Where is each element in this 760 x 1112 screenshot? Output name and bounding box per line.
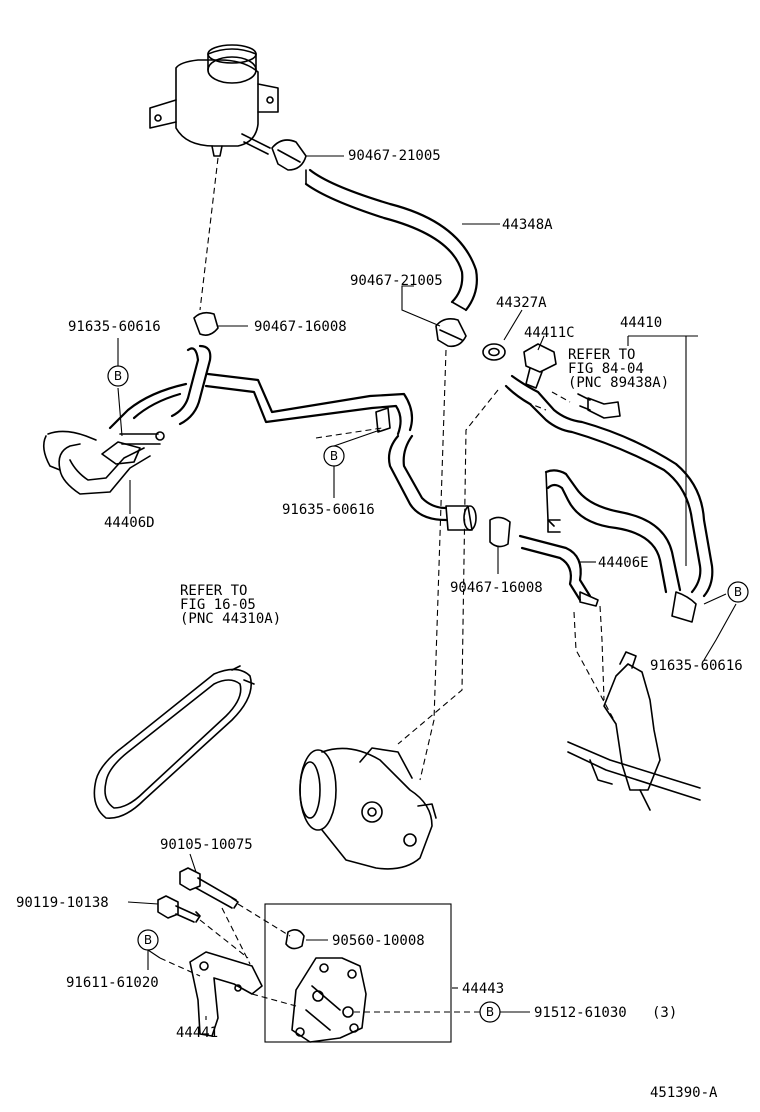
label-bolt-short: 90119-10138 [16,895,109,911]
label-pressure-tube-assy: 44410 [620,315,662,331]
marker-b-right: B [727,581,749,603]
svg-text:B: B [486,1005,494,1019]
label-bolt-long: 90105-10075 [160,837,253,853]
return-tube-center [375,407,477,531]
label-refer-belt-1: REFER TO [180,583,247,599]
svg-text:B: B [734,585,742,599]
steering-gear [567,651,701,811]
label-bracket: 44441 [176,1025,218,1041]
label-bolt-three: 91512-61030 [534,1005,627,1021]
reservoir-tank [149,44,279,157]
label-clamp-upper: 90467-21005 [348,148,441,164]
bolt-short [157,895,201,923]
label-union-bolt: 44411C [524,325,575,341]
bracket-44441 [189,951,263,1037]
reservoir-hose [304,168,478,312]
label-clamp-return-hose: 90467-16008 [254,319,347,335]
label-return-tube-d: 44406D [104,515,155,531]
label-clamp-middle: 90467-21005 [350,273,443,289]
clamp-lower [489,516,511,548]
marker-b-bracket: B [137,929,159,951]
label-refer-belt-3: (PNC 44310A) [180,611,281,627]
label-refer-sensor-3: (PNC 89438A) [568,375,669,391]
label-return-tube-e: 44406E [598,555,649,571]
return-tube-d [42,344,414,495]
label-bolt-bracket: 91611-61020 [66,975,159,991]
pressure-sensor [577,393,621,419]
label-clamp-lower: 90467-16008 [450,580,543,596]
union-gasket [482,343,506,361]
union-bolt [523,343,557,389]
label-bolt-three-qty: (3) [652,1005,677,1021]
bracket-frame [264,903,452,1043]
leader-lines [117,155,737,1020]
clamp-middle [435,318,467,348]
diagram-id: 451390-A [650,1085,718,1101]
marker-b-left: B [107,365,129,387]
label-hose-reservoir: 44348A [502,217,553,233]
label-spacer: 90560-10008 [332,933,425,949]
spacer [285,928,305,950]
drive-belt [93,665,255,819]
label-bolt-center: 91635-60616 [282,502,375,518]
label-bracket-assy: 44443 [462,981,504,997]
clamp-upper [271,139,307,171]
label-refer-sensor-1: REFER TO [568,347,635,363]
marker-b-bottom: B [479,1001,501,1023]
svg-text:B: B [330,449,338,463]
label-union-gasket: 44327A [496,295,547,311]
bracket-44443 [291,957,367,1043]
svg-text:B: B [144,933,152,947]
label-refer-belt-2: FIG 16-05 [180,597,256,613]
label-refer-sensor-2: FIG 84-04 [568,361,644,377]
return-tube-e [518,534,599,607]
guide-lines [159,157,615,1013]
label-bolt-right: 91635-60616 [650,658,743,674]
clamp-return-hose [193,311,219,336]
label-bolt-left-upper: 91635-60616 [68,319,161,335]
bolt-long [179,867,239,909]
marker-b-center: B [323,445,345,467]
power-steering-pump [299,747,437,870]
svg-text:B: B [114,369,122,383]
